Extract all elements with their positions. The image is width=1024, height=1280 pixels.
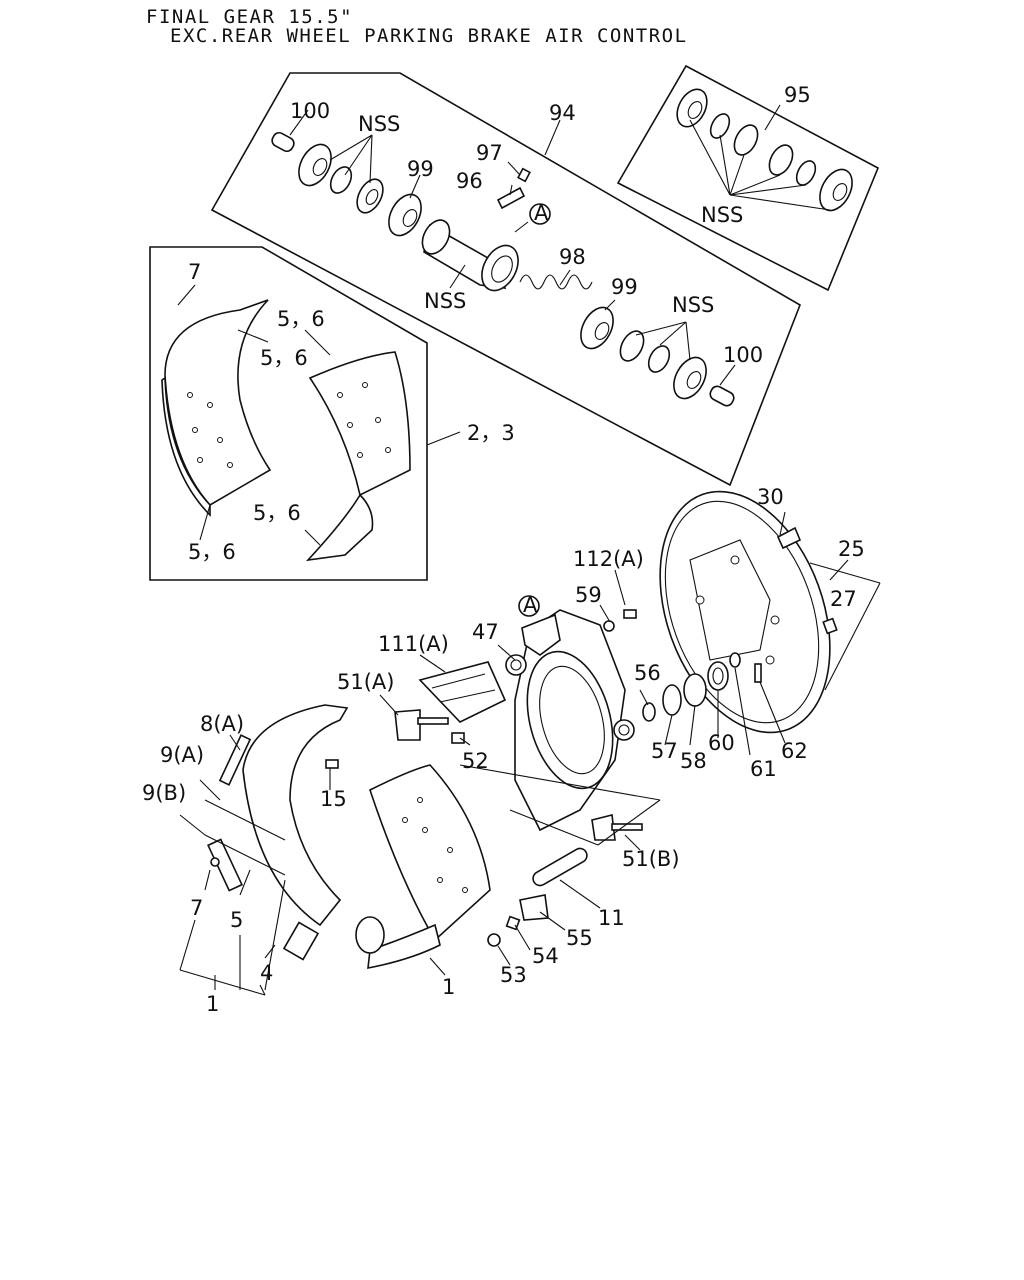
callout-98: 98 — [559, 245, 586, 269]
callout-97: 97 — [476, 141, 503, 165]
diagram-title-line1: FINAL GEAR 15.5" — [146, 6, 354, 28]
callout-59: 59 — [575, 583, 602, 607]
repair-kit-parts — [676, 88, 853, 212]
callout-100-right: 100 — [723, 343, 763, 367]
callout-2-3: 2，3 — [467, 421, 515, 445]
callout-27: 27 — [830, 587, 857, 611]
callout-5-6-b: 5，6 — [260, 346, 308, 370]
callout-56: 56 — [634, 661, 661, 685]
callout-30: 30 — [757, 485, 784, 509]
callout-62: 62 — [781, 739, 808, 763]
callout-1-bottom: 1 — [206, 992, 219, 1016]
callout-11: 11 — [598, 906, 625, 930]
callout-111a: 111(A) — [378, 632, 449, 656]
callout-96: 96 — [456, 169, 483, 193]
callout-labels: 100 NSS 99 97 96 A 94 95 NSS NSS 98 99 N… — [142, 83, 865, 1016]
leader-lines — [177, 104, 881, 996]
callout-9a: 9(A) — [160, 743, 204, 767]
callout-61: 61 — [750, 757, 777, 781]
callout-nss-body: NSS — [424, 289, 466, 313]
callout-55: 55 — [566, 926, 593, 950]
callout-5: 5 — [230, 908, 243, 932]
callout-7-top: 7 — [188, 260, 201, 284]
dust-shield-plate — [659, 490, 838, 734]
callout-94: 94 — [549, 101, 576, 125]
callout-1-right: 1 — [442, 975, 455, 999]
callout-8a: 8(A) — [200, 712, 244, 736]
callout-52: 52 — [462, 749, 489, 773]
callout-54: 54 — [532, 944, 559, 968]
callout-100-top: 100 — [290, 99, 330, 123]
callout-51b: 51(B) — [622, 847, 680, 871]
callout-51a: 51(A) — [337, 670, 394, 694]
reference-a-circle-lower — [518, 595, 540, 617]
reference-a-circle-top — [529, 203, 551, 225]
callout-60: 60 — [708, 731, 735, 755]
callout-circle-a-lower: A — [523, 593, 538, 617]
reference-a-bracket — [521, 613, 561, 656]
callout-5-6-c: 5，6 — [253, 501, 301, 525]
callout-99-top: 99 — [407, 157, 434, 181]
brake-spider-anchor — [418, 609, 635, 832]
callout-9b: 9(B) — [142, 781, 186, 805]
repair-kit-frame — [616, 64, 880, 292]
callout-nss-right: NSS — [672, 293, 714, 317]
callout-58: 58 — [680, 749, 707, 773]
wheel-cylinder-kit-frame — [210, 72, 801, 487]
callout-circle-a-top: A — [534, 201, 549, 225]
callout-99-right: 99 — [611, 275, 638, 299]
callout-47: 47 — [472, 620, 499, 644]
callout-95: 95 — [784, 83, 811, 107]
callout-4: 4 — [260, 961, 273, 985]
callout-53: 53 — [500, 963, 527, 987]
callout-57: 57 — [651, 739, 678, 763]
diagram-title-line2: EXC.REAR WHEEL PARKING BRAKE AIR CONTROL — [170, 25, 688, 47]
camshaft-bushing-parts — [603, 526, 802, 722]
callout-15: 15 — [320, 787, 347, 811]
brake-shoe-linings — [161, 299, 411, 562]
callout-25: 25 — [838, 537, 865, 561]
callout-nss-repair: NSS — [701, 203, 743, 227]
lower-small-parts — [394, 709, 643, 947]
lower-brake-shoe-assembly — [204, 704, 491, 969]
callout-5-6-a: 5，6 — [277, 307, 325, 331]
wheel-cylinder-assembly — [271, 131, 735, 407]
callout-7-bottom: 7 — [190, 896, 203, 920]
callout-nss-top: NSS — [358, 112, 400, 136]
callout-5-6-d: 5，6 — [188, 540, 236, 564]
brake-shoe-kit-frame — [149, 246, 428, 581]
callout-112a: 112(A) — [573, 547, 644, 571]
